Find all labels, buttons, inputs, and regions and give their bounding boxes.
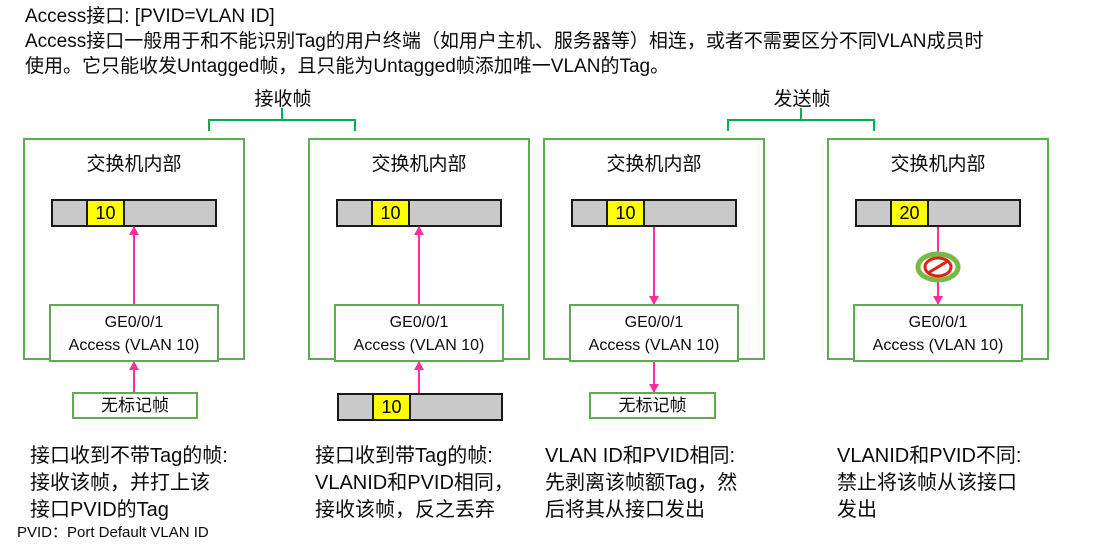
- port-mode: Access (VLAN 10): [353, 337, 485, 354]
- frame-segment: [339, 395, 374, 419]
- port-name: GE0/0/1: [908, 314, 968, 331]
- frame-segment: [929, 201, 1019, 225]
- vlan-tag-segment: 10: [373, 201, 410, 225]
- frame-segment: [338, 201, 373, 225]
- arrow-up-icon: [414, 226, 424, 235]
- port-name: GE0/0/1: [624, 314, 684, 331]
- port-box: GE0/0/1 Access (VLAN 10): [569, 304, 739, 362]
- panel-caption-4: VLANID和PVID不同: 禁止将该帧从该接口 发出: [837, 443, 1021, 524]
- send-frames-bracket-stem: [800, 108, 802, 120]
- caption-line: 接口PVID的Tag: [30, 499, 169, 521]
- switch-internal-label: 交换机内部: [86, 154, 182, 175]
- arrow-up-icon: [129, 361, 139, 370]
- vlan-tag-segment: 20: [892, 201, 929, 225]
- frame-flow-arrow-up: [129, 361, 139, 392]
- header-line-2: Access接口一般用于和不能识别Tag的用户终端（如用户主机、服务器等）相连，…: [25, 31, 984, 52]
- receive-frames-label: 接收帧: [254, 89, 312, 110]
- caption-line: 发出: [837, 499, 877, 521]
- caption-line: 接收该帧，并打上该: [30, 472, 210, 494]
- external-tagged-frame-bar: 10: [337, 393, 503, 421]
- vlan-tag-segment: 10: [88, 201, 125, 225]
- switch-panel-2: 交换机内部 10 GE0/0/1 Access (VLAN 10): [308, 138, 530, 362]
- panel-caption-1: 接口收到不带Tag的帧: 接收该帧，并打上该 接口PVID的Tag: [30, 443, 228, 524]
- no-entry-icon: [915, 251, 961, 283]
- frame-flow-arrow-up: [414, 361, 424, 393]
- tagged-frame-bar: 10: [336, 199, 502, 227]
- untagged-frame-box: 无标记帧: [72, 392, 198, 419]
- arrow-up-icon: [129, 226, 139, 235]
- port-name: GE0/0/1: [104, 314, 164, 331]
- untagged-frame-box: 无标记帧: [589, 392, 716, 419]
- frame-segment: [573, 201, 608, 225]
- port-mode: Access (VLAN 10): [588, 337, 720, 354]
- panel-caption-2: 接口收到带Tag的帧: VLANID和PVID相同， 接收该帧，反之丢弃: [315, 443, 514, 524]
- caption-line: 后将其从接口发出: [545, 499, 705, 521]
- arrow-down-icon: [649, 384, 659, 393]
- receive-frames-bracket: [208, 119, 356, 131]
- caption-line: VLAN ID和PVID相同:: [545, 445, 736, 467]
- frame-segment: [857, 201, 892, 225]
- arrow-up-icon: [414, 361, 424, 370]
- frame-segment: [53, 201, 88, 225]
- switch-internal-label: 交换机内部: [371, 154, 467, 175]
- tagged-frame-bar: 10: [51, 199, 217, 227]
- caption-line: VLANID和PVID不同:: [837, 445, 1022, 467]
- caption-line: 禁止将该帧从该接口: [837, 472, 1017, 494]
- panel-caption-3: VLAN ID和PVID相同: 先剥离该帧额Tag，然 后将其从接口发出: [545, 443, 737, 524]
- header-text: Access接口: [PVID=VLAN ID] Access接口一般用于和不能…: [25, 4, 984, 79]
- switch-internal-label: 交换机内部: [890, 154, 986, 175]
- receive-frames-bracket-stem: [281, 108, 283, 120]
- header-line-1: Access接口: [PVID=VLAN ID]: [25, 6, 275, 27]
- frame-flow-arrow-up: [414, 226, 424, 304]
- vlan-tag-segment: 10: [374, 395, 411, 419]
- port-mode: Access (VLAN 10): [872, 337, 1004, 354]
- caption-line: VLANID和PVID相同，: [315, 472, 514, 494]
- frame-segment: [410, 201, 500, 225]
- caption-line: 接口收到带Tag的帧:: [315, 445, 493, 467]
- pvid-definition: PVID：Port Default VLAN ID: [17, 524, 209, 541]
- port-name: GE0/0/1: [389, 314, 449, 331]
- port-box: GE0/0/1 Access (VLAN 10): [49, 304, 219, 362]
- arrow-down-icon: [649, 296, 659, 305]
- tagged-frame-bar: 20: [855, 199, 1021, 227]
- port-box: GE0/0/1 Access (VLAN 10): [853, 304, 1023, 362]
- frame-flow-arrow-down: [649, 227, 659, 305]
- switch-panel-3: 交换机内部 10 GE0/0/1 Access (VLAN 10): [543, 138, 765, 362]
- caption-line: 接口收到不带Tag的帧:: [30, 445, 228, 467]
- switch-panel-1: 交换机内部 10 GE0/0/1 Access (VLAN 10): [23, 138, 245, 362]
- arrow-down-icon: [933, 296, 943, 305]
- frame-segment: [411, 395, 501, 419]
- port-mode: Access (VLAN 10): [68, 337, 200, 354]
- frame-segment: [125, 201, 215, 225]
- header-line-3: 使用。它只能收发Untagged帧，且只能为Untagged帧添加唯一VLAN的…: [25, 56, 670, 77]
- frame-flow-arrow-down: [649, 362, 659, 393]
- switch-panel-4: 交换机内部 20 GE0/0/1 Access (VLAN 10): [827, 138, 1049, 362]
- port-box: GE0/0/1 Access (VLAN 10): [334, 304, 504, 362]
- caption-line: 接收该帧，反之丢弃: [315, 499, 495, 521]
- send-frames-bracket: [727, 119, 875, 131]
- frame-segment: [645, 201, 735, 225]
- switch-internal-label: 交换机内部: [606, 154, 702, 175]
- vlan-tag-segment: 10: [608, 201, 645, 225]
- tagged-frame-bar: 10: [571, 199, 737, 227]
- send-frames-label: 发送帧: [773, 89, 831, 110]
- caption-line: 先剥离该帧额Tag，然: [545, 472, 738, 494]
- frame-flow-arrow-up: [129, 226, 139, 304]
